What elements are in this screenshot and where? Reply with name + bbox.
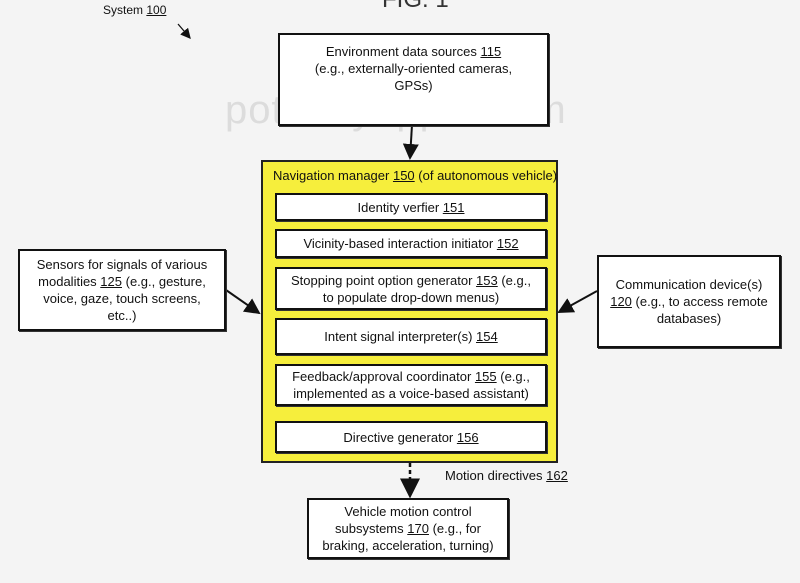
sensors-to-nav-arrow — [225, 289, 261, 315]
system-arrow — [177, 23, 191, 39]
env-to-nav-arrow — [402, 124, 419, 160]
vicinity-interaction-initiator-box: Vicinity-based interaction initiator 152 — [275, 229, 547, 258]
navigation-manager-title: Navigation manager 150 (of autonomous ve… — [273, 168, 558, 183]
vehicle-motion-control-box: Vehicle motion control subsystems 170 (e… — [307, 498, 509, 559]
figure-title: FIG. 1 — [382, 0, 449, 14]
motion-directives-label: Motion directives 162 — [445, 468, 568, 483]
intent-signal-interpreter-box: Intent signal interpreter(s) 154 — [275, 318, 547, 355]
system-label: System 100 — [103, 3, 167, 17]
navigation-manager-box: Navigation manager 150 (of autonomous ve… — [261, 160, 558, 463]
environment-data-sources-box: Environment data sources 115 (e.g., exte… — [278, 33, 549, 126]
stopping-point-generator-box: Stopping point option generator 153 (e.g… — [275, 267, 547, 310]
communication-devices-box: Communication device(s) 120 (e.g., to ac… — [597, 255, 781, 348]
directive-generator-box: Directive generator 156 — [275, 421, 547, 453]
comm-to-nav-arrow — [557, 290, 598, 313]
sensors-box: Sensors for signals of various modalitie… — [18, 249, 226, 331]
feedback-approval-coordinator-box: Feedback/approval coordinator 155 (e.g.,… — [275, 364, 547, 406]
identity-verifier-box: Identity verfier 151 — [275, 193, 547, 221]
